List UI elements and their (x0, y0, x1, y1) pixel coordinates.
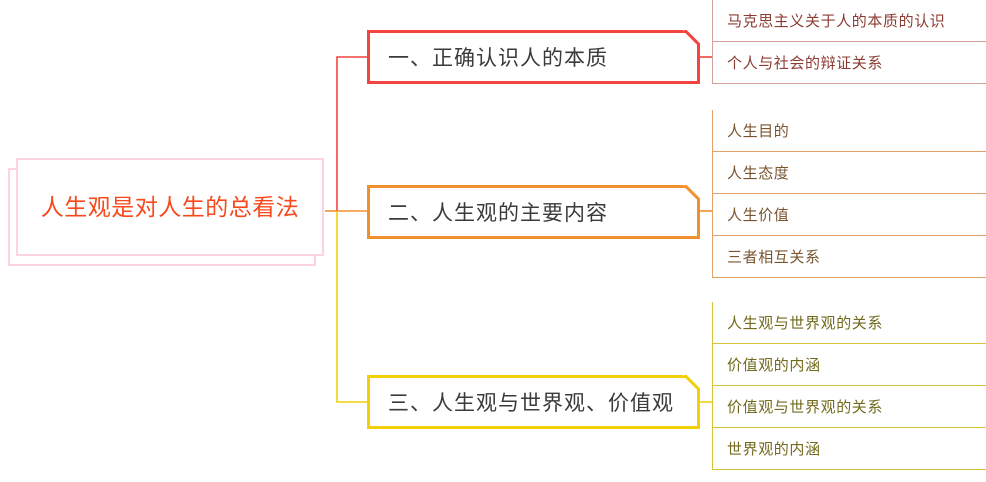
connector-branch-1 (336, 56, 367, 211)
leaf-item[interactable]: 人生价值 (713, 194, 986, 236)
leaf-item[interactable]: 人生态度 (713, 152, 986, 194)
folded-corner-icon (683, 375, 700, 392)
leaf-item[interactable]: 马克思主义关于人的本质的认识 (711, 0, 986, 42)
leaf-group-2: 人生目的 人生态度 人生价值 三者相互关系 (711, 110, 986, 278)
root-node-box[interactable]: 人生观是对人生的总看法 (16, 158, 324, 256)
folded-corner-icon (683, 185, 700, 202)
leaf-group-3: 人生观与世界观的关系 价值观的内涵 价值观与世界观的关系 世界观的内涵 (711, 302, 986, 470)
leaf-group-1: 马克思主义关于人的本质的认识 个人与社会的辩证关系 (711, 0, 986, 84)
branch-node-1[interactable]: 一、正确认识人的本质 (367, 30, 700, 84)
leaf-item[interactable]: 三者相互关系 (713, 236, 986, 278)
leaf-item[interactable]: 人生目的 (711, 110, 986, 152)
leaf-item[interactable]: 价值观的内涵 (713, 344, 986, 386)
branch-node-3-label: 三、人生观与世界观、价值观 (388, 392, 674, 415)
branch-node-1-label: 一、正确认识人的本质 (388, 47, 608, 70)
branch-node-3[interactable]: 三、人生观与世界观、价值观 (367, 375, 700, 429)
leaf-item[interactable]: 价值观与世界观的关系 (713, 386, 986, 428)
branch-node-2[interactable]: 二、人生观的主要内容 (367, 185, 700, 239)
folded-corner-icon (683, 30, 700, 47)
branch-node-2-label: 二、人生观的主要内容 (388, 202, 608, 225)
root-node[interactable]: 人生观是对人生的总看法 (8, 158, 330, 270)
leaf-item[interactable]: 个人与社会的辩证关系 (713, 42, 986, 84)
leaf-item[interactable]: 人生观与世界观的关系 (711, 302, 986, 344)
leaf-item[interactable]: 世界观的内涵 (713, 428, 986, 470)
root-node-label: 人生观是对人生的总看法 (40, 194, 300, 220)
connector-branch-3 (336, 211, 367, 403)
